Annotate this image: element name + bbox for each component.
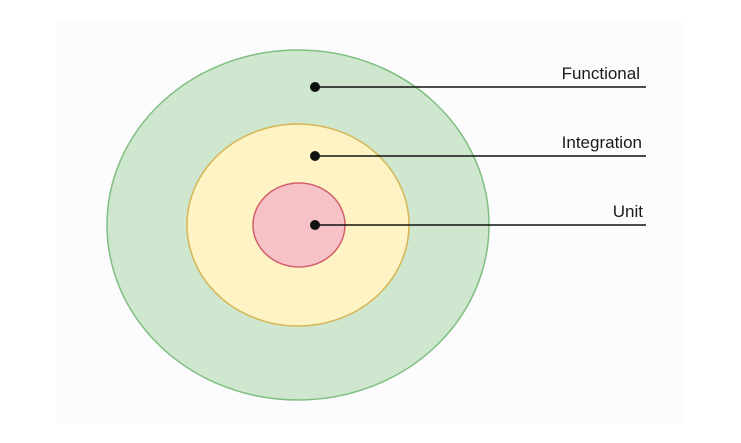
unit-label: Unit [613, 202, 644, 221]
functional-anchor-dot [310, 82, 320, 92]
unit-anchor-dot [310, 220, 320, 230]
integration-label: Integration [562, 133, 642, 152]
functional-label: Functional [562, 64, 640, 83]
integration-anchor-dot [310, 151, 320, 161]
